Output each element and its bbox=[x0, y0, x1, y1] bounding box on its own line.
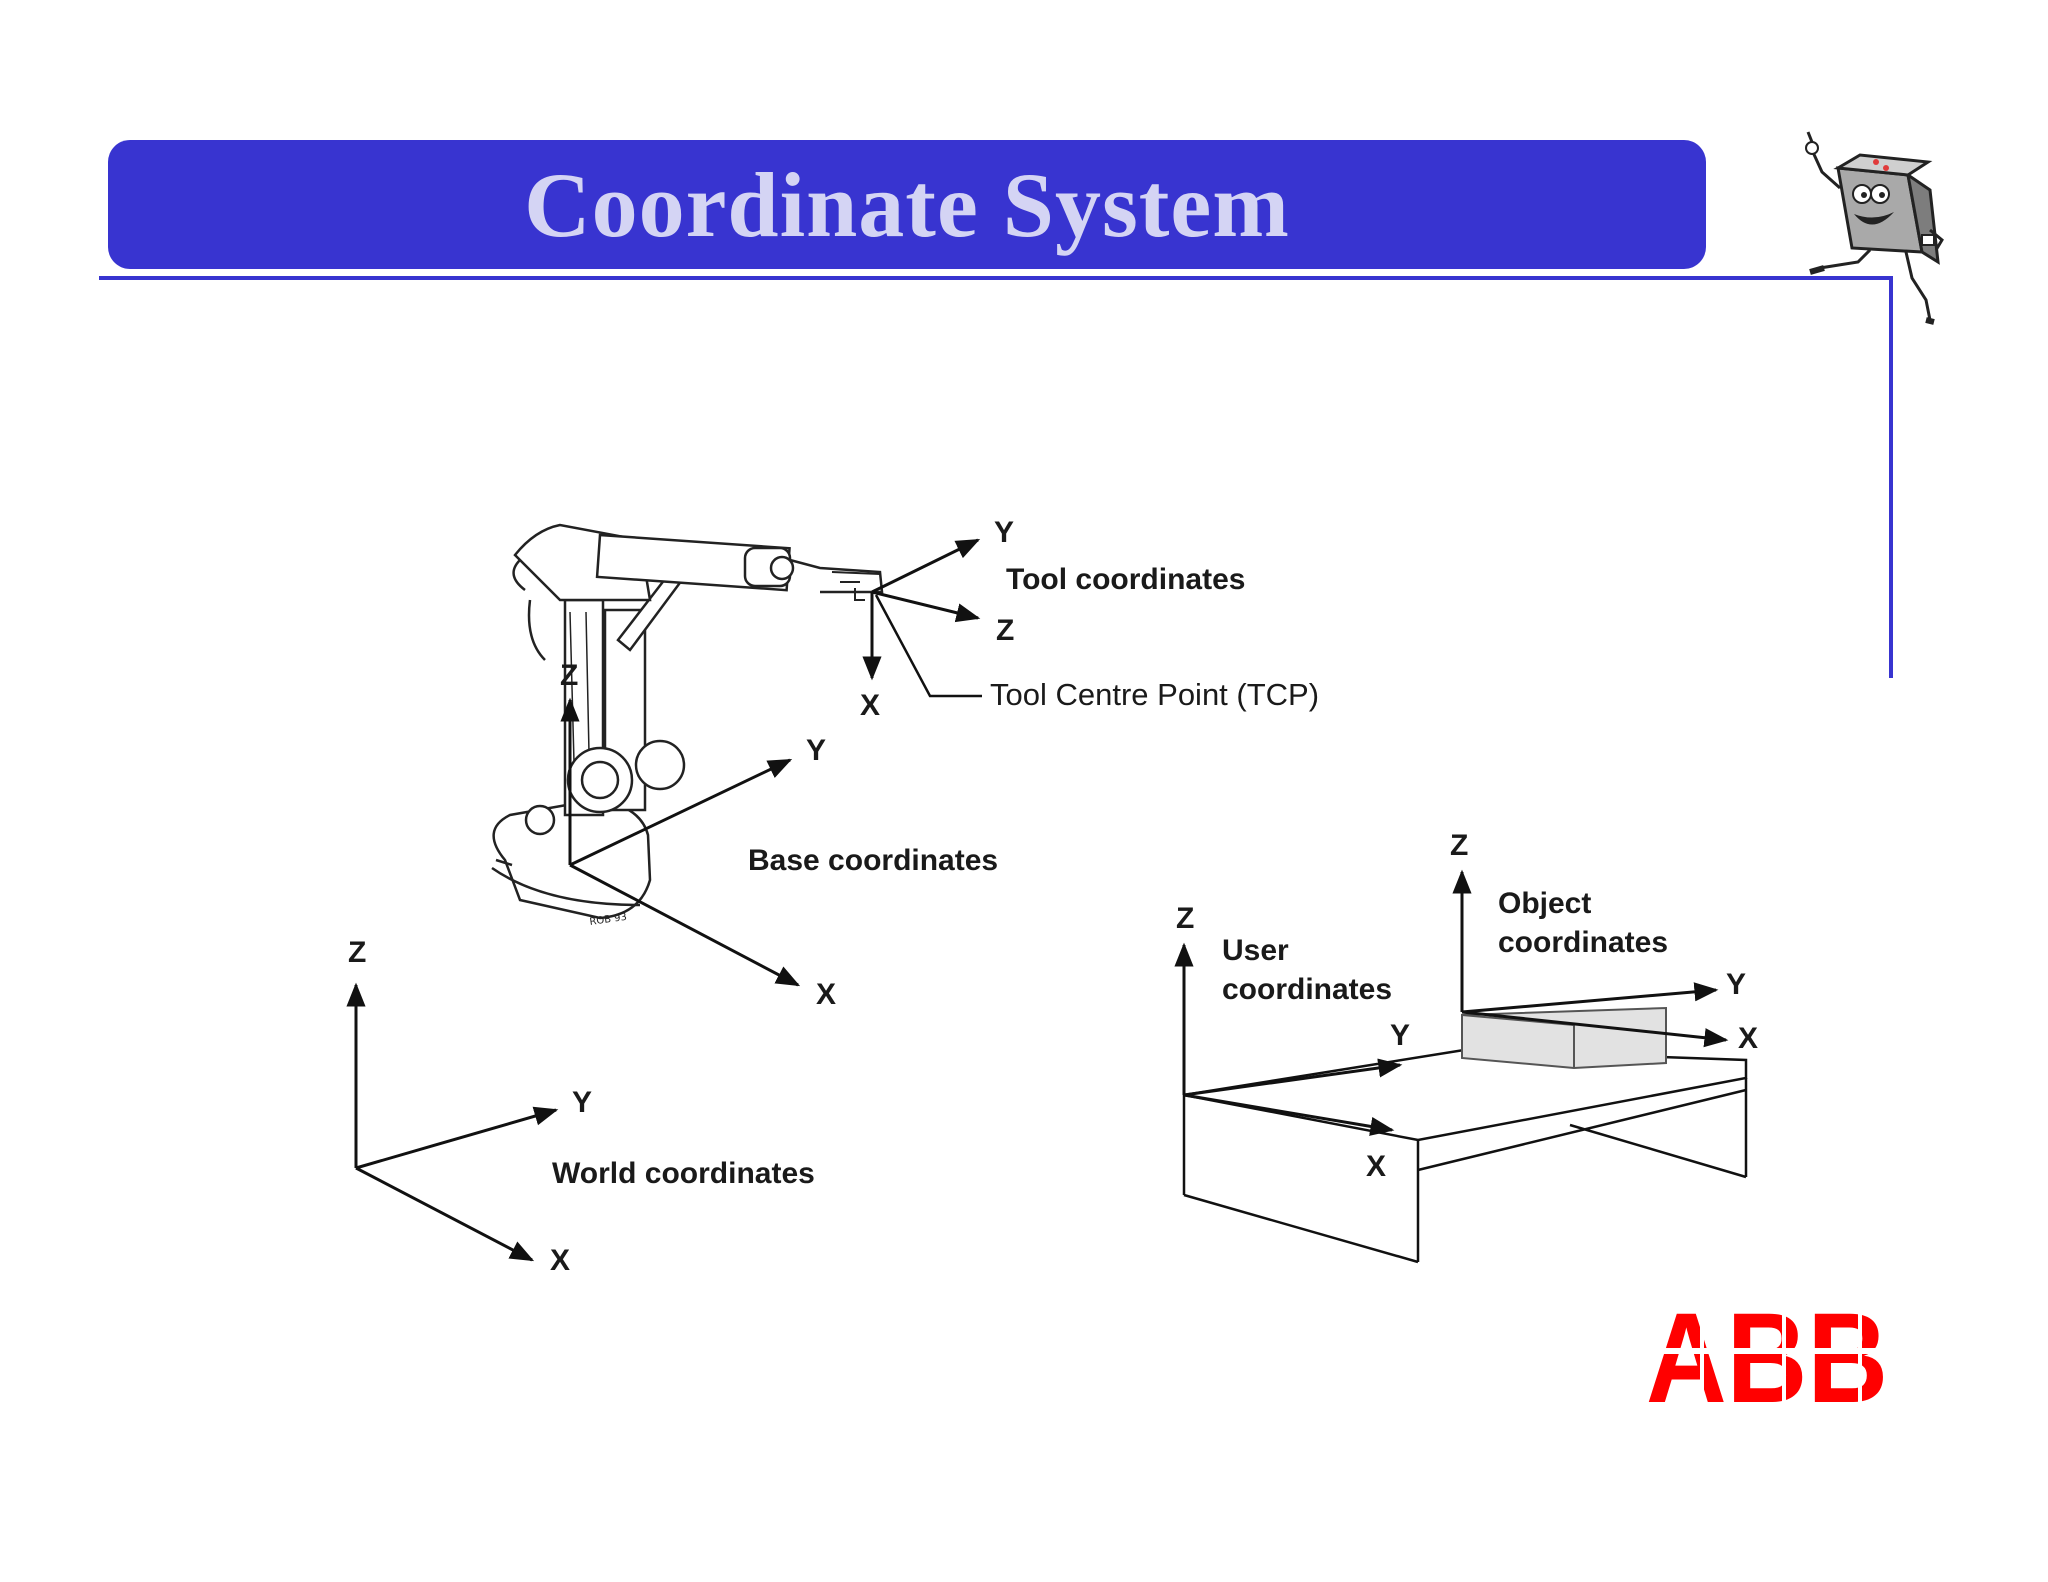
tool-x-label: X bbox=[860, 689, 880, 722]
base-coordinate-frame: Z Y Base coordinates X bbox=[560, 659, 998, 1011]
object-coordinates-label-line2: coordinates bbox=[1498, 926, 1668, 959]
object-coordinate-frame: Z Object coordinates Y X bbox=[1450, 829, 1758, 1055]
user-coordinates-label-line2: coordinates bbox=[1222, 973, 1392, 1006]
user-x-axis-arrow bbox=[1183, 1093, 1395, 1136]
robot-arm-illustration: ROB 93 bbox=[491, 523, 884, 928]
world-x-axis-arrow bbox=[355, 1166, 535, 1262]
user-x-label: X bbox=[1366, 1150, 1386, 1183]
tcp-leader-line bbox=[874, 594, 982, 698]
user-coordinates-label-line1: User bbox=[1222, 934, 1289, 967]
object-y-axis-arrow bbox=[1461, 982, 1719, 1014]
object-x-axis-arrow bbox=[1461, 1010, 1729, 1048]
world-z-label: Z bbox=[348, 936, 366, 969]
user-coordinate-frame: Z User coordinates Y X bbox=[1174, 902, 1410, 1183]
object-y-label: Y bbox=[1726, 968, 1746, 1001]
tool-z-label: Z bbox=[996, 614, 1014, 647]
tcp-label: Tool Centre Point (TCP) bbox=[990, 677, 1319, 712]
object-coordinates-label-line1: Object bbox=[1498, 887, 1591, 920]
object-x-label: X bbox=[1738, 1022, 1758, 1055]
tool-y-label: Y bbox=[994, 516, 1014, 549]
abb-logo-text: ABB bbox=[1646, 1287, 1888, 1430]
svg-text:ROB 93: ROB 93 bbox=[589, 912, 628, 928]
user-y-axis-arrow bbox=[1183, 1058, 1403, 1097]
base-y-axis-arrow bbox=[569, 758, 793, 867]
abb-logo-split-1 bbox=[1700, 1306, 1704, 1406]
world-coordinate-frame: Z Y World coordinates X bbox=[346, 936, 815, 1277]
abb-logo-stripe bbox=[1640, 1348, 1896, 1354]
base-x-label: X bbox=[816, 978, 836, 1011]
workpiece-block bbox=[1461, 1006, 1667, 1070]
abb-logo-split-3 bbox=[1858, 1306, 1862, 1406]
tool-y-axis-arrow bbox=[871, 538, 981, 594]
abb-logo: ABB bbox=[1640, 1287, 1896, 1430]
tool-coordinate-frame: Y Tool coordinates Z X Tool Centre Point… bbox=[860, 516, 1319, 722]
page-title: Coordinate System bbox=[524, 153, 1290, 256]
base-coordinates-label: Base coordinates bbox=[748, 844, 998, 877]
base-x-axis-arrow bbox=[569, 863, 801, 987]
computer-mascot-icon bbox=[1805, 131, 1944, 325]
world-y-label: Y bbox=[572, 1086, 592, 1119]
tool-coordinates-label: Tool coordinates bbox=[1006, 563, 1245, 596]
object-z-label: Z bbox=[1450, 829, 1468, 862]
world-y-axis-arrow bbox=[355, 1106, 559, 1170]
side-rule bbox=[1889, 276, 1893, 678]
user-z-label: Z bbox=[1176, 902, 1194, 935]
user-y-label: Y bbox=[1390, 1019, 1410, 1052]
base-z-label: Z bbox=[560, 659, 578, 692]
tool-z-axis-arrow bbox=[871, 590, 981, 623]
world-coordinates-label: World coordinates bbox=[552, 1157, 815, 1190]
abb-logo-split-2 bbox=[1782, 1306, 1786, 1406]
header-rule bbox=[99, 276, 1893, 280]
title-banner: Coordinate System bbox=[108, 140, 1706, 269]
base-y-label: Y bbox=[806, 734, 826, 767]
world-x-label: X bbox=[550, 1244, 570, 1277]
